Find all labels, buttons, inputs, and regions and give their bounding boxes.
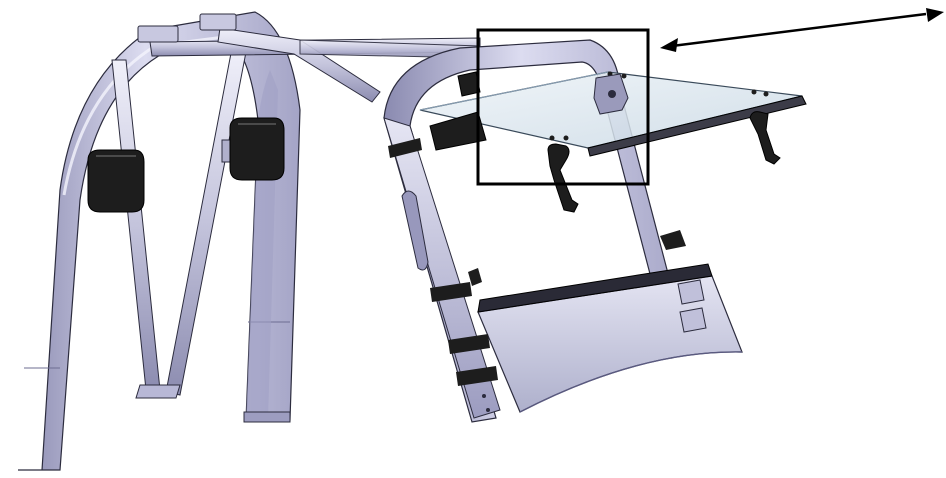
brace-base-plate [135, 384, 181, 399]
lower-windshield-panel [477, 263, 743, 413]
frame-slot [401, 190, 429, 271]
mirror-left-icon [87, 149, 145, 213]
diagonal-braces [111, 47, 247, 399]
side-mirrors [87, 117, 285, 213]
callout-rectangle [476, 28, 650, 186]
mirror-right-icon [229, 117, 285, 181]
top-bracket-left [137, 25, 179, 43]
arrowhead-left-icon [660, 38, 678, 52]
latch-left-icon [547, 143, 579, 213]
callout-arrow-shaft [671, 12, 927, 48]
lower-panel-seal [477, 263, 713, 313]
strap-clamp-1-icon [388, 138, 422, 158]
top-tubes [137, 13, 481, 103]
callout [476, 8, 944, 186]
arrowhead-right-icon [926, 8, 944, 22]
strap-clamp-3-icon [448, 334, 490, 354]
latch-right-icon [749, 111, 781, 165]
hardware [388, 71, 781, 386]
rear-hoop [18, 11, 301, 471]
top-bracket-right [199, 13, 237, 31]
side-clamp-icon [429, 111, 487, 151]
knob-left-icon [468, 268, 482, 286]
strap-clamp-2-icon [430, 282, 472, 302]
knob-right-icon [660, 230, 686, 250]
corner-clamp-icon [457, 71, 481, 97]
glass-lower-edge [587, 95, 807, 157]
strap-clamp-4-icon [456, 366, 498, 386]
